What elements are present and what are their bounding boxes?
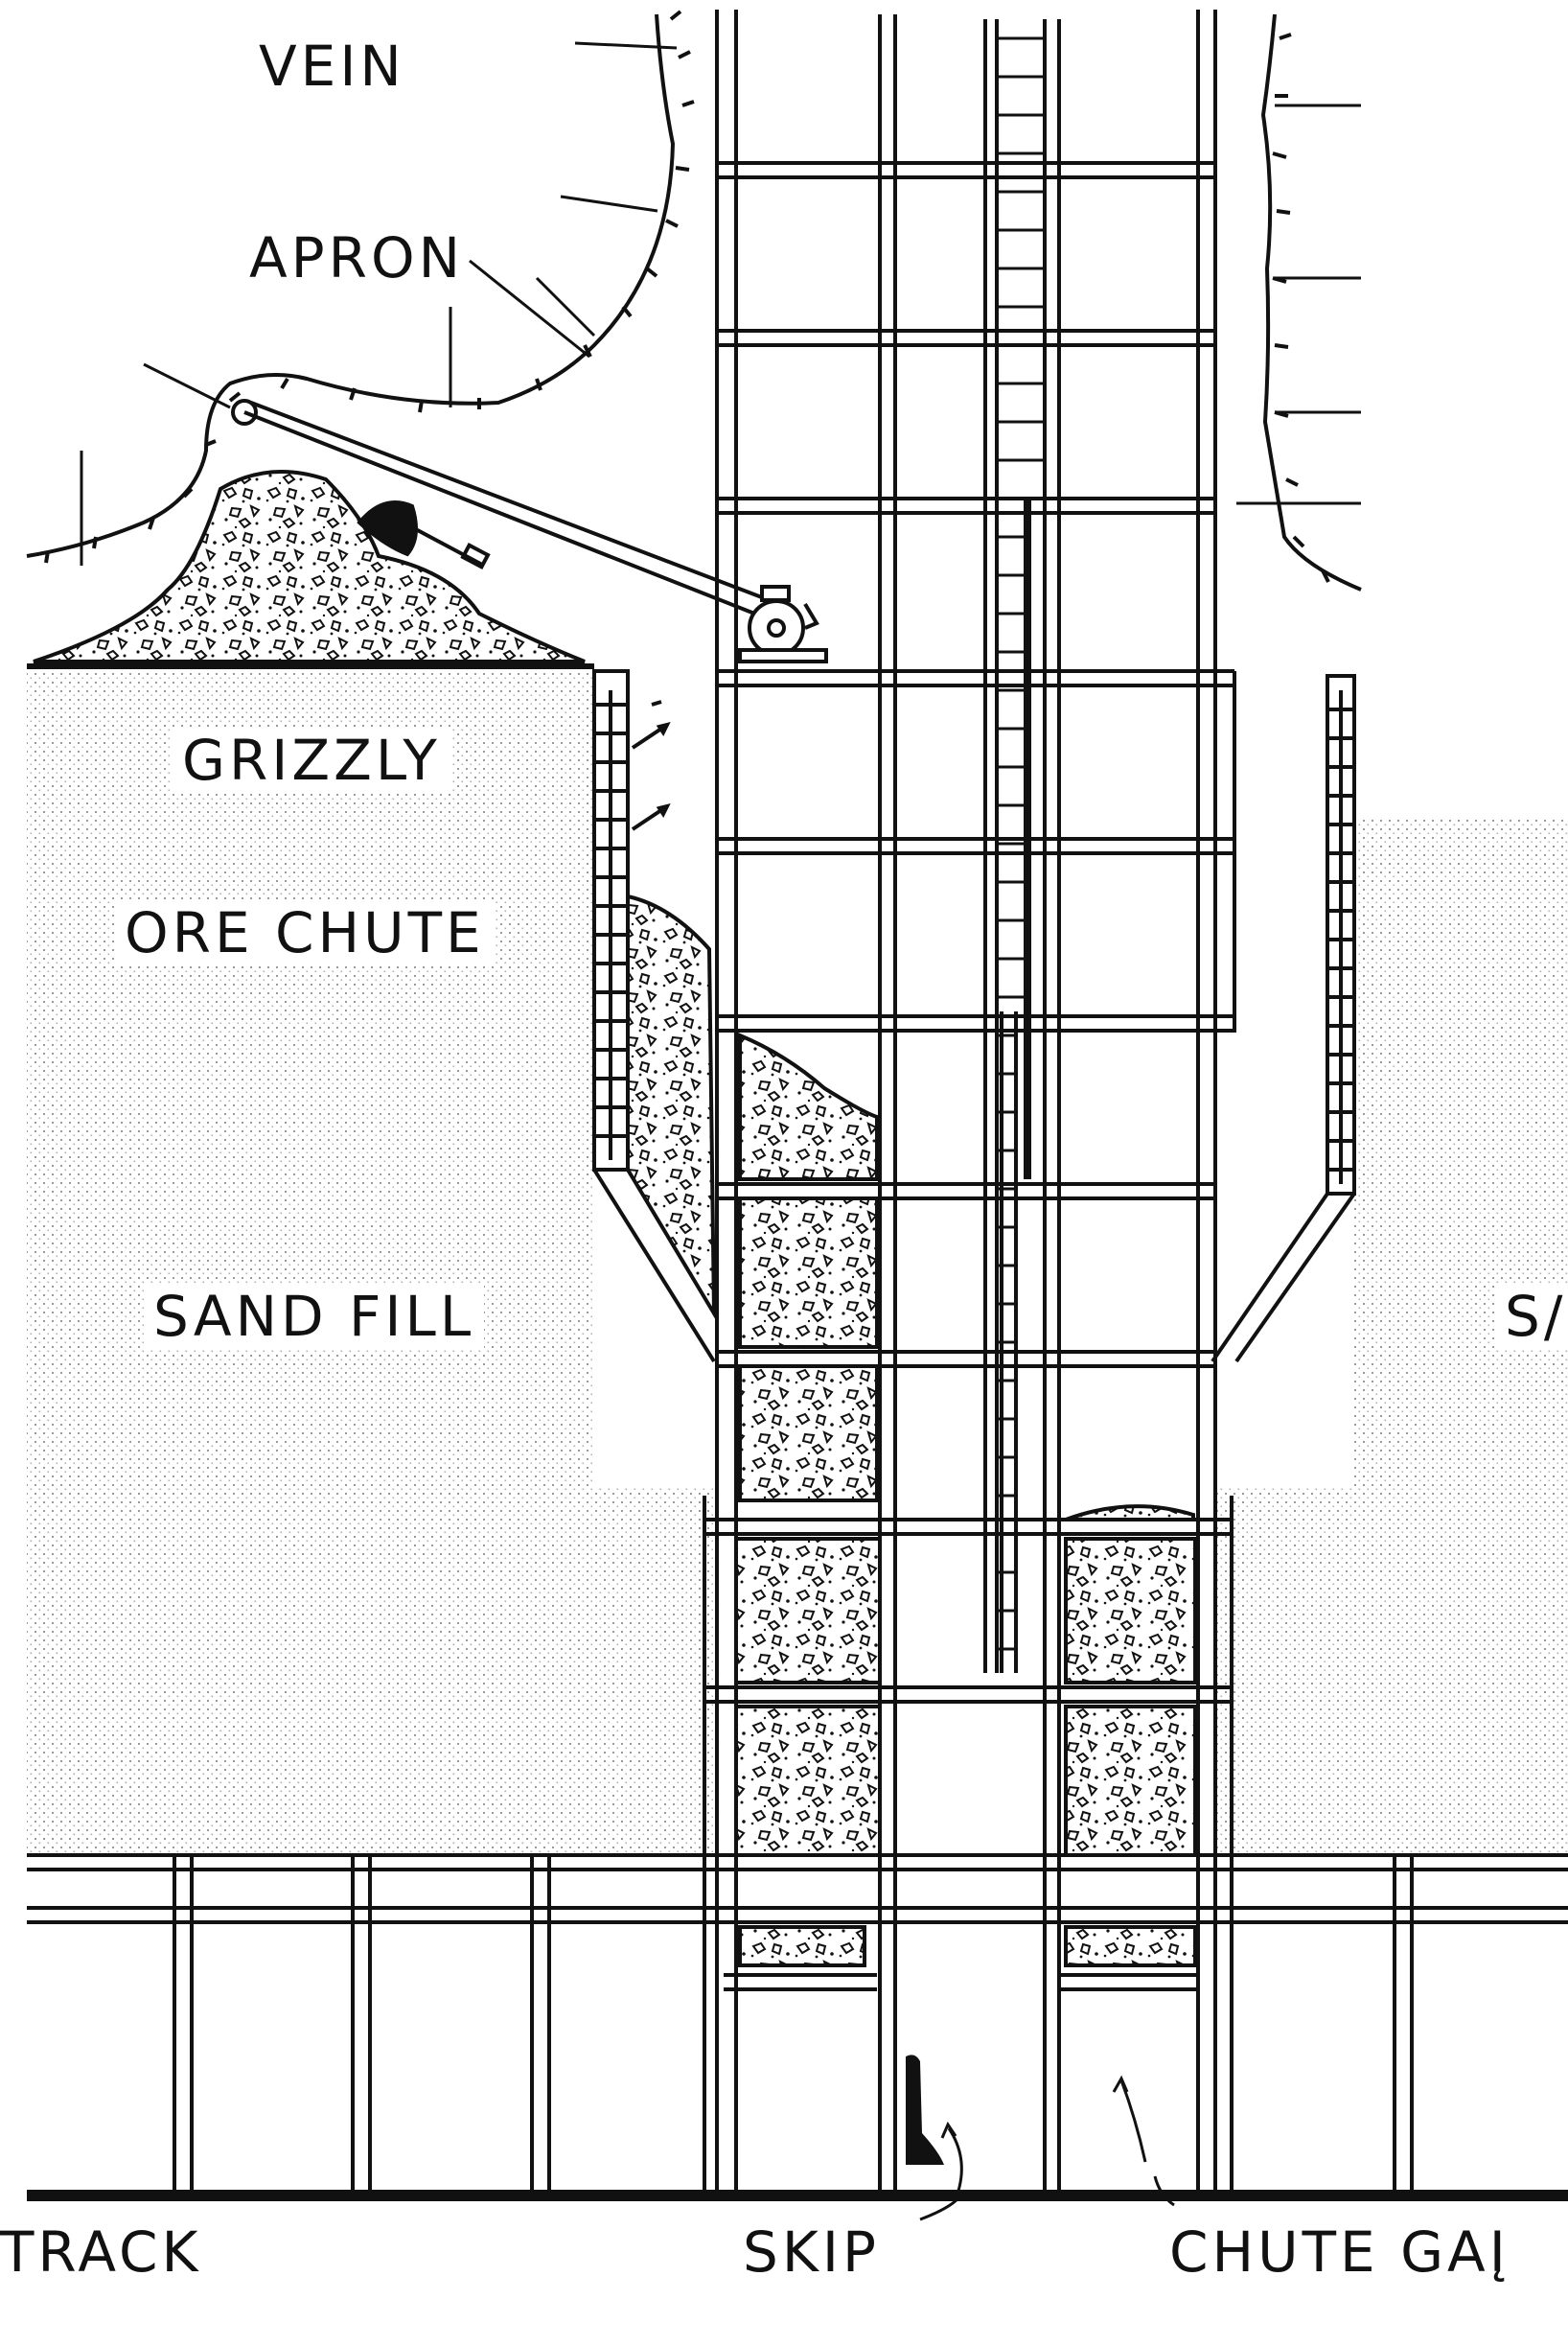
scraper-apron bbox=[231, 399, 768, 620]
label-sand-fill-right: S/ bbox=[1495, 1285, 1568, 1348]
ore-chute bbox=[592, 669, 717, 1363]
label-skip: SKIP bbox=[743, 2219, 880, 2285]
right-chute bbox=[1211, 674, 1356, 1363]
label-sand-fill: SAND FILL bbox=[144, 1285, 485, 1348]
hoist-motor bbox=[738, 585, 828, 663]
ore-pile bbox=[27, 470, 594, 669]
shaft-sets bbox=[703, 161, 1236, 2195]
pointer-arrows bbox=[919, 2075, 1175, 2221]
label-ore-chute: ORE CHUTE bbox=[115, 901, 495, 964]
label-grizzly: GRIZZLY bbox=[173, 729, 450, 792]
label-chute-gate: CHUTE GAĮ bbox=[1169, 2219, 1510, 2285]
skip-bucket bbox=[906, 2055, 944, 2165]
ore-column-left bbox=[734, 1032, 882, 1967]
track-level-timbers bbox=[27, 1853, 1568, 2201]
label-apron: APRON bbox=[249, 225, 464, 290]
label-track: TRACK bbox=[0, 2219, 202, 2285]
label-vein: VEIN bbox=[259, 34, 405, 99]
rock-wall bbox=[26, 10, 1362, 592]
ore-column-right bbox=[1064, 1504, 1197, 1967]
shaft-ladder bbox=[997, 36, 1045, 1651]
leader-lines bbox=[80, 41, 1361, 566]
